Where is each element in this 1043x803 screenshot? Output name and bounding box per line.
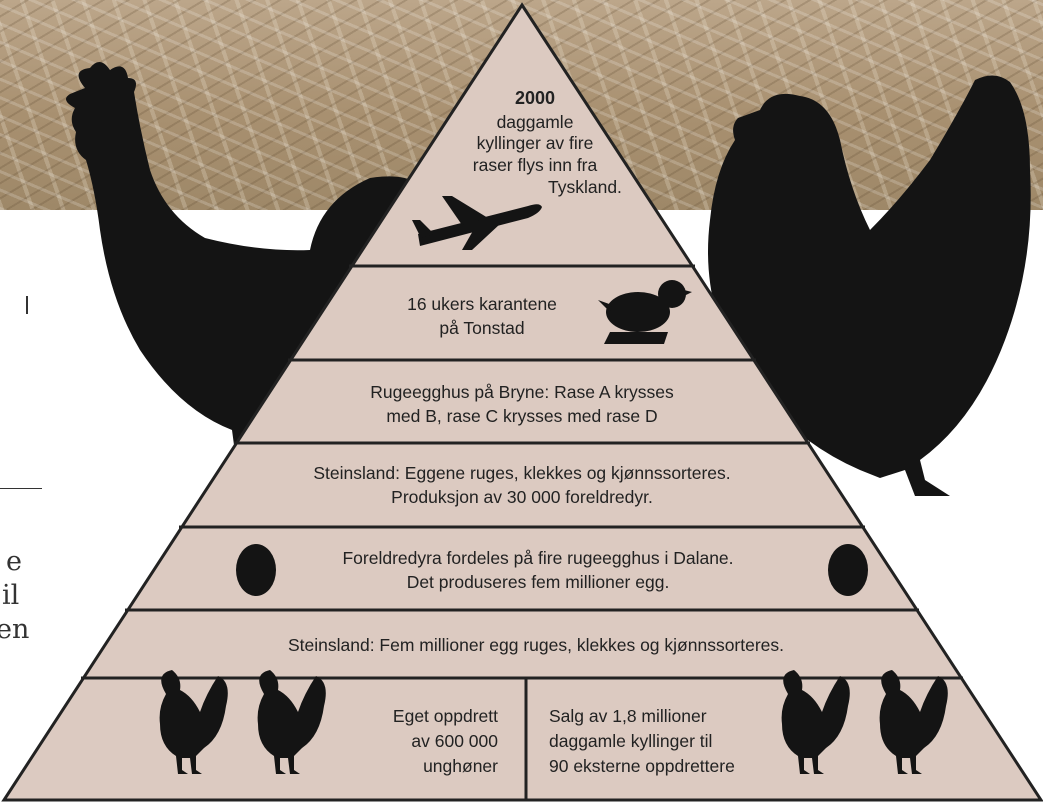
side-tick (26, 296, 28, 314)
tier3-line: med B, rase C krysses med rase D (386, 406, 658, 426)
tier6-line: Steinsland: Fem millioner egg ruges, kle… (287, 635, 785, 655)
top-text-line: kyllinger av fire (476, 133, 594, 153)
tier4-line: Steinsland: Eggene ruges, klekkes og kjø… (313, 463, 731, 483)
tier5-line: Det produseres fem millioner egg. (406, 572, 670, 592)
egg-icon (828, 544, 868, 596)
tier2-line: på Tonstad (439, 318, 525, 338)
tier3-line: Rugeegghus på Bryne: Rase A krysses (370, 382, 674, 402)
top-text-line: daggamle (496, 112, 574, 132)
tier4-line: Produksjon av 30 000 foreldredyr. (391, 487, 653, 507)
egg-icon (236, 544, 276, 596)
bottom-right-line: 90 eksterne oppdrettere (549, 756, 735, 776)
bottom-left-line: av 600 000 (411, 731, 498, 751)
side-text-line: il (2, 580, 20, 611)
tier2-line: 16 ukers karantene (407, 294, 557, 314)
top-text-line: raser flys inn fra (472, 155, 598, 175)
bottom-left-line: unghøner (423, 756, 498, 776)
bottom-right-line: Salg av 1,8 millioner (549, 706, 707, 726)
side-text-line: en (0, 614, 30, 645)
hen-silhouette (708, 75, 1031, 497)
top-text-line: Tyskland. (548, 177, 622, 197)
bottom-right-line: daggamle kyllinger til (549, 731, 713, 751)
side-text-line: e (6, 546, 22, 577)
airplane-icon (412, 196, 542, 250)
chick-icon (598, 280, 692, 344)
tier5-line: Foreldredyra fordeles på fire rugeegghus… (342, 548, 734, 568)
bottom-left-line: Eget oppdrett (392, 706, 498, 726)
top-number: 2000 (514, 88, 556, 108)
side-divider (0, 488, 42, 489)
